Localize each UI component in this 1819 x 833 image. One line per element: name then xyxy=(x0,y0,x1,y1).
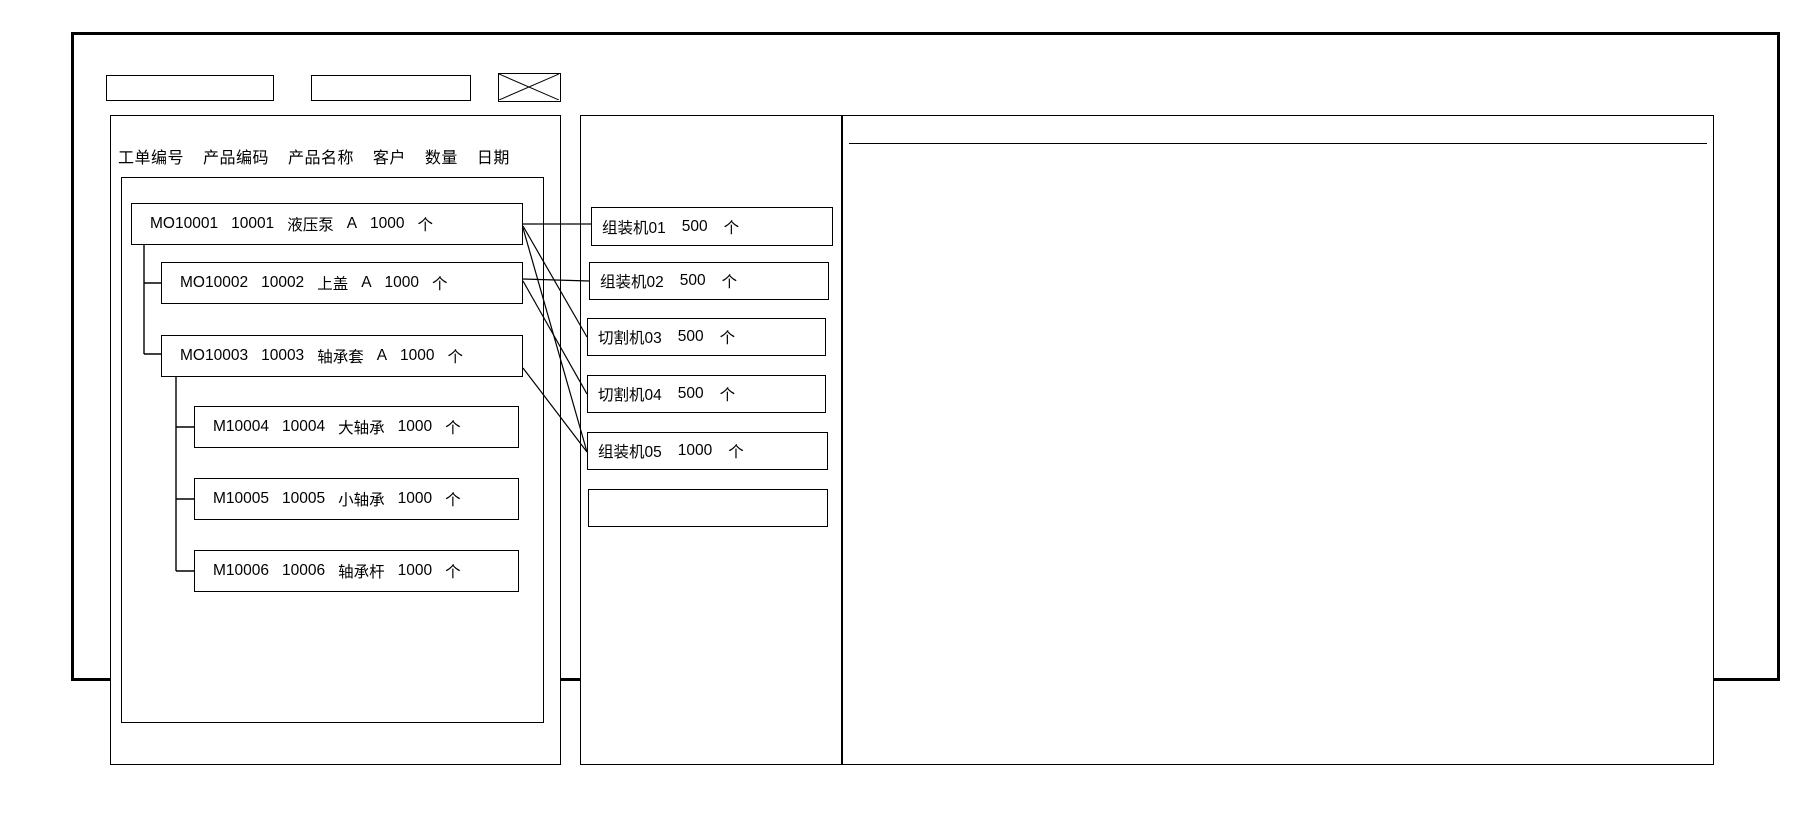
column-header-order-no: 工单编号 xyxy=(118,150,185,167)
table-row[interactable]: M10004 10004 大轴承 1000 个 xyxy=(194,406,519,448)
column-header-row: 工单编号 产品编码 产品名称 客户 数量 日期 xyxy=(118,144,510,168)
machine-name: 切割机04 xyxy=(598,387,662,404)
list-item[interactable]: 切割机04 500 个 xyxy=(587,375,826,413)
toolbar-field-2[interactable] xyxy=(311,75,471,101)
row-order-no: M10004 xyxy=(213,418,270,435)
machine-quantity: 500 xyxy=(677,328,704,345)
row-quantity: 1000 xyxy=(370,215,405,232)
machine-quantity: 1000 xyxy=(677,442,713,459)
machine-name: 组装机01 xyxy=(602,219,666,237)
row-product-name: 液压泵 xyxy=(287,217,334,234)
image-placeholder-icon[interactable] xyxy=(498,73,561,102)
machine-name: 组装机05 xyxy=(598,444,662,461)
row-order-no: MO10003 xyxy=(180,347,249,364)
row-product-name: 轴承套 xyxy=(317,349,364,366)
machine-quantity: 500 xyxy=(679,272,706,289)
machine-unit: 个 xyxy=(719,387,736,404)
machine-unit: 个 xyxy=(728,444,744,461)
row-product-name: 轴承杆 xyxy=(338,564,385,581)
table-row[interactable]: M10005 10005 小轴承 1000 个 xyxy=(194,478,519,520)
row-unit: 个 xyxy=(445,564,461,581)
column-header-product-name: 产品名称 xyxy=(287,150,354,167)
list-item[interactable]: 组装机01 500 个 xyxy=(591,207,833,246)
row-unit: 个 xyxy=(432,276,448,293)
row-order-no: MO10001 xyxy=(150,215,219,232)
row-product-code: 10003 xyxy=(261,347,305,364)
row-customer: A xyxy=(346,215,358,232)
row-unit: 个 xyxy=(445,420,461,437)
row-unit: 个 xyxy=(447,349,464,366)
right-panel xyxy=(842,115,1714,765)
right-panel-divider xyxy=(849,143,1707,144)
column-header-date: 日期 xyxy=(476,150,510,167)
list-item-empty[interactable] xyxy=(588,489,828,527)
row-customer: A xyxy=(376,347,388,364)
row-order-no: M10006 xyxy=(213,562,270,579)
machine-quantity: 500 xyxy=(681,217,708,235)
machine-name: 组装机02 xyxy=(600,274,664,291)
table-row[interactable]: M10006 10006 轴承杆 1000 个 xyxy=(194,550,519,592)
row-product-code: 10001 xyxy=(231,215,275,232)
row-quantity: 1000 xyxy=(400,347,435,364)
row-quantity: 1000 xyxy=(397,418,433,435)
row-product-code: 10006 xyxy=(282,562,326,579)
toolbar-field-1[interactable] xyxy=(106,75,274,101)
row-customer: A xyxy=(361,274,372,291)
table-row[interactable]: MO10002 10002 上盖 A 1000 个 xyxy=(161,262,523,304)
machine-quantity: 500 xyxy=(677,385,704,402)
list-item[interactable]: 组装机02 500 个 xyxy=(589,262,829,300)
list-item[interactable]: 切割机03 500 个 xyxy=(587,318,826,356)
machine-name: 切割机03 xyxy=(598,330,662,347)
row-product-code: 10002 xyxy=(261,274,305,291)
table-row[interactable]: MO10001 10001 液压泵 A 1000 个 xyxy=(131,203,523,245)
work-order-tree-area xyxy=(121,177,544,723)
row-unit: 个 xyxy=(417,217,434,234)
table-row[interactable]: MO10003 10003 轴承套 A 1000 个 xyxy=(161,335,523,377)
machine-unit: 个 xyxy=(719,330,736,347)
column-header-quantity: 数量 xyxy=(424,150,458,167)
column-header-product-code: 产品编码 xyxy=(202,150,269,167)
row-quantity: 1000 xyxy=(397,562,433,579)
row-unit: 个 xyxy=(445,492,461,509)
column-header-customer: 客户 xyxy=(372,150,406,167)
row-product-name: 大轴承 xyxy=(338,420,385,437)
row-product-code: 10004 xyxy=(282,418,326,435)
row-quantity: 1000 xyxy=(397,490,433,507)
row-product-name: 上盖 xyxy=(317,276,349,293)
row-order-no: M10005 xyxy=(213,490,270,507)
row-product-code: 10005 xyxy=(282,490,326,507)
row-quantity: 1000 xyxy=(384,274,420,291)
list-item[interactable]: 组装机05 1000 个 xyxy=(587,432,828,470)
row-order-no: MO10002 xyxy=(180,274,249,291)
machine-unit: 个 xyxy=(721,274,738,291)
row-product-name: 小轴承 xyxy=(338,492,385,509)
machine-unit: 个 xyxy=(723,219,740,237)
